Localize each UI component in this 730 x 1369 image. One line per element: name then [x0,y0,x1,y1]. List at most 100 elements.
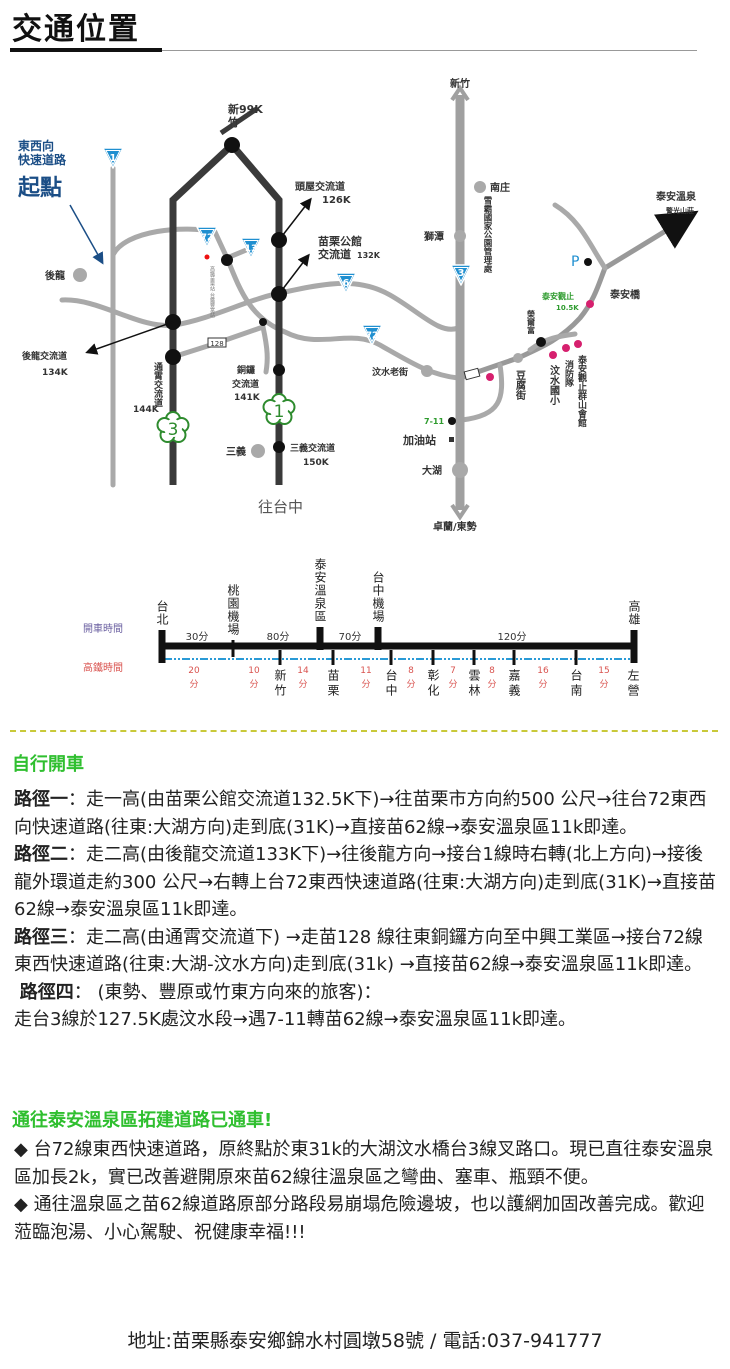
hsr-minutes-unit: 分 [448,679,457,690]
police-lodge-label: 警光山莊 [666,206,694,215]
guanzhi-hall-label: 泰安觀止群山會館 [576,354,588,428]
road-shield-icons [102,147,472,346]
timeline-stop-label: 台中機場 [371,570,385,623]
nanzhuang-label: 南庄 [490,181,510,194]
hsr-stop-label: 台中 [384,668,398,699]
gas-station-icon [449,437,454,442]
hsr-minutes-unit: 分 [298,679,307,690]
route-map: 1 72 13 6 72 3 128 3 1 東西向 快速道路 起點 新99K … [17,77,699,533]
title-rule [162,50,697,51]
fire-dept-label: 消防隊 [563,359,574,388]
drive-minutes-label: 70分 [339,631,362,643]
sanyi-ic-label: 三義交流道 [290,442,335,454]
hsr-minutes-label: 16 [537,666,549,676]
rongerfu-label: 榮爾富 [527,309,536,335]
route-2-label: 路徑二 [14,844,68,865]
timeline-stop-label: 泰安溫泉區 [313,558,327,623]
tongluo-ic-label: 銅鑼 [237,364,255,376]
tongluo-ic-km: 141K [234,393,261,403]
route-1-text: ：走一高(由苗栗公館交流道132.5K下)→往苗栗市方向約500 公尺→往台72… [14,789,707,838]
start-label-1: 東西向 [18,138,54,153]
tongxiao-ic-km: 144K [133,405,160,415]
hsr-minutes-label: 7 [450,666,456,676]
news-item: ◆ 通往溫泉區之苗62線道路原部分路段易崩塌危險邊坡，也以護網加固改善完成。歡迎… [14,1191,720,1246]
hsr-stop-label: 左營 [626,668,640,699]
hsr-minutes-label: 11 [360,666,371,676]
sheipa-hq-label: 雪霸國家公園管理處 [482,195,492,273]
shield-6-label: 6 [343,278,350,289]
route-4-line2: 走台3線於127.5K處汶水段→遇7-11轉苗62線→泰安溫泉區11k即達。 [14,1009,577,1030]
page-title: 交通位置 [12,12,140,47]
route-2-text: ：走二高(由後龍交流道133K下)→往後龍方向→接台1線時右轉(北上方向)→接後… [14,844,717,920]
news-item: ◆ 台72線東西快速道路，原終點於東31k的大湖汶水橋台3線叉路口。現已直往泰安… [14,1136,720,1191]
route-3-road [450,84,470,521]
hsr-minutes-unit: 分 [406,679,415,690]
hsinchu-99k-label-2: 竹 [227,115,239,129]
hsr-stop-label: 彰化 [426,668,440,699]
route-128-sign [207,337,227,348]
timeline-stop-label: 台北 [155,599,169,626]
hsr-stop-label: 苗栗 [326,669,340,699]
poi-markers [486,300,594,381]
drive-heading: 自行開車 [12,754,84,775]
dahu-label: 大湖 [422,464,442,477]
hsr-time-label: 高鐵時間 [83,661,123,674]
drive-minutes-label: 30分 [186,631,209,643]
diamond-bullet-icon: ◆ [14,1139,28,1160]
hsr-stop-label: 嘉義 [507,669,521,699]
route-128-label: 128 [210,340,223,348]
sanyi-label: 三義 [226,445,246,458]
hsr-minutes-label: 10 [248,666,260,676]
hsr-minutes-unit: 分 [361,679,370,690]
shield-72-label: 72 [201,233,214,243]
to-taichung-label: 往台中 [258,498,303,516]
drive-minutes-label: 80分 [267,631,290,643]
hsr-stop-label: 雲林 [467,669,481,699]
bridge-icon [463,367,481,381]
shield-3-label: 3 [458,268,465,279]
news-item-text: 台72線東西快速道路，原終點於東31k的大湖汶水橋台3線叉路口。現已直往泰安溫泉… [14,1139,714,1188]
south-zhuolan-label: 卓蘭/東勢 [433,520,477,533]
news-heading: 通往泰安溫泉區拓建道路已通車! [12,1110,273,1131]
taian-guanzhi-label: 泰安觀止 [541,291,574,301]
diamond-bullet-icon: ◆ [14,1194,28,1215]
houlong-ic-label: 後龍交流道 [22,350,67,362]
hsr-minutes-label: 8 [489,666,495,676]
start-label-2: 快速道路 [18,152,67,167]
shitan-label: 獅潭 [423,230,444,243]
hsr-minutes-unit: 分 [249,679,258,690]
gongguan-ic-label-2: 交流道 [318,247,351,261]
hsr-minutes-label: 15 [598,666,609,676]
title-underline [10,48,162,52]
parking-icon: P [571,254,579,270]
sanyi-ic-km: 150K [303,458,330,468]
freeway-1-label: 1 [274,402,285,422]
route-4: 路徑四： (東勢、豐原或竹東方向來的旅客)： [14,979,720,1007]
drive-routes: 路徑一：走一高(由苗栗公館交流道132.5K下)→往苗栗市方向約500 公尺→往… [14,786,720,1034]
hsr-stop-label: 新竹 [273,668,287,699]
houlong-label: 後龍 [45,269,65,282]
freeway-flower-icons [156,393,296,443]
hsr-station-label: 高鐵苗栗站 台鐵豐富站 [209,265,215,319]
wenshui-street-label: 汶水老街 [372,366,408,378]
seven-eleven-label: 7-11 [424,417,444,426]
timeline-stop-label: 桃園機場 [226,583,240,636]
interchange-nodes [165,137,592,453]
leader-arrows [85,197,312,355]
gongguan-ic-label: 苗栗公館 [318,234,362,248]
address-phone: 地址:苗栗縣泰安鄉錦水村圓墩58號 / 電話:037-941777 [127,1330,603,1352]
tongxiao-ic-label: 通霄交流道 [152,361,163,408]
taian-bridge-label: 泰安橋 [609,288,641,301]
start-arrow [69,204,104,265]
route-3: 路徑三：走二高(由通霄交流道下) →走苗128 線往東銅鑼方向至中興工業區→接台… [14,924,720,979]
hsr-minutes-unit: 分 [538,679,547,690]
news-item-text: 通往溫泉區之苗62線道路原部分路段易崩塌危險邊坡，也以護網加固改善完成。歡迎蒞臨… [14,1194,705,1243]
hsr-minutes-label: 20 [188,666,200,676]
taian-hot-spring-label: 泰安溫泉 [655,190,697,203]
wenshui-school-label: 汶水國小 [548,364,561,406]
gas-station-label: 加油站 [402,433,436,447]
houlong-ic-km: 134K [42,368,69,378]
hsr-minutes-label: 14 [297,666,309,676]
start-label-big: 起點 [17,176,62,201]
route-1-label: 路徑一 [14,789,68,810]
